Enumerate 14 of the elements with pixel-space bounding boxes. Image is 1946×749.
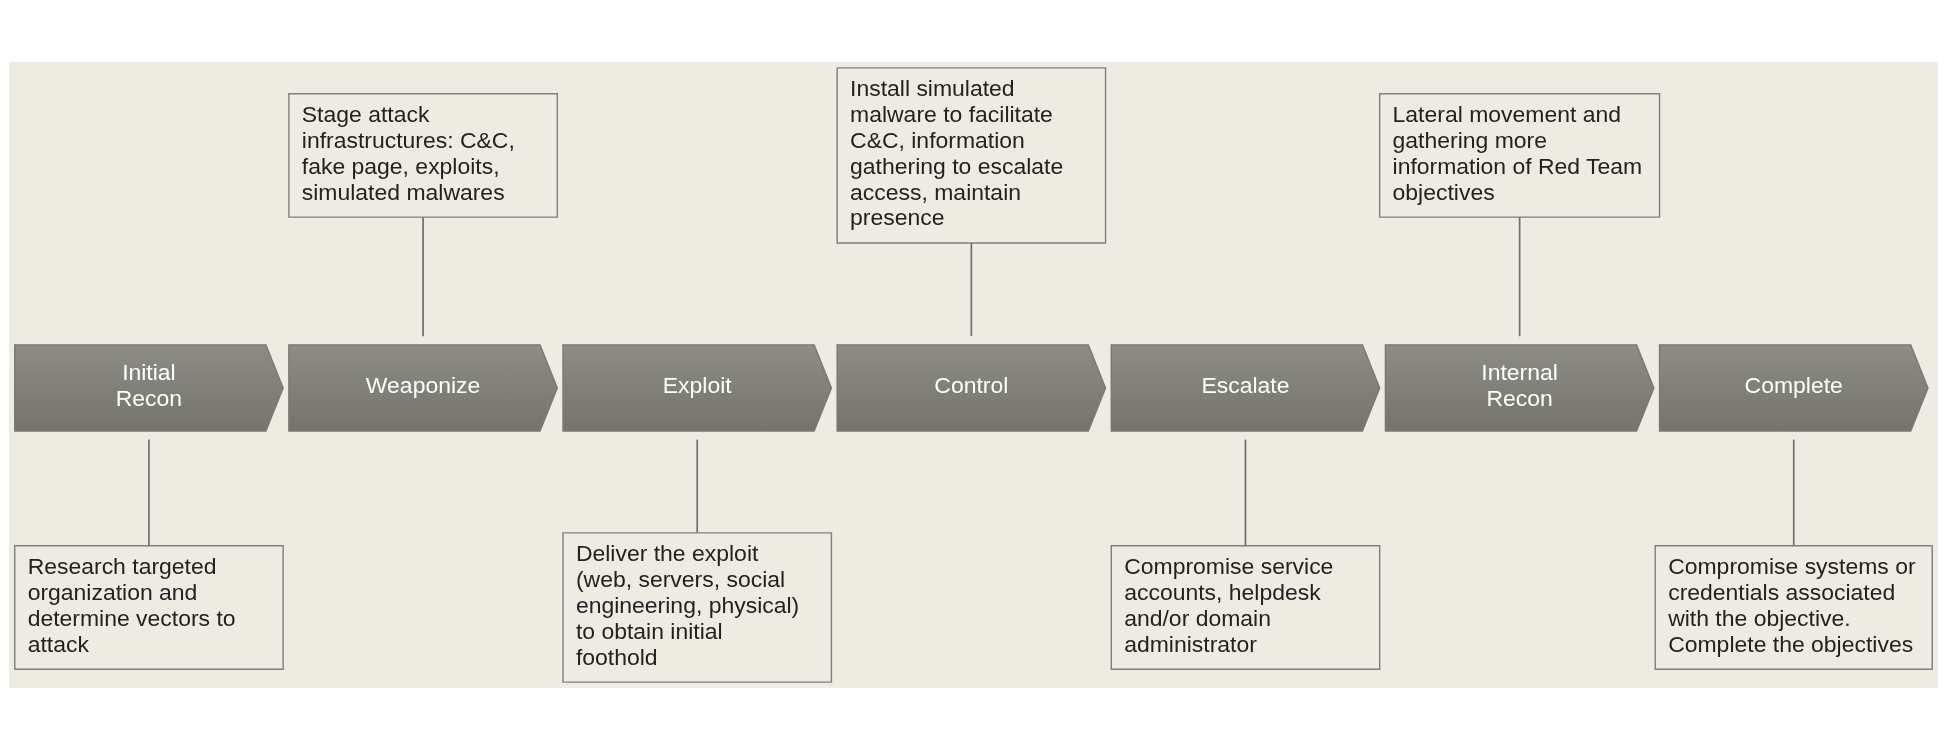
node-box: Install simulated malware to facilitate C&C, information gathering to escalate access, maintain presence bbox=[835, 66, 1106, 244]
connector bbox=[1244, 438, 1246, 547]
connector bbox=[147, 438, 150, 547]
node-box: Deliver the exploit (web, servers, social engineering, physical) to obtain initial foothold bbox=[561, 531, 832, 683]
node-box: Compromise service accounts, helpdesk and/or domain administrator bbox=[1110, 544, 1380, 670]
connector bbox=[695, 438, 698, 533]
connector bbox=[1792, 438, 1795, 547]
node-box: Research targeted organization and determine vectors to attack bbox=[13, 544, 284, 670]
node-box: Stage attack infrastructures: C&C, fake page, exploits, simulated malwares bbox=[287, 92, 558, 218]
node-box: Compromise systems or credentials associated with the objective. Complete the objectives bbox=[1654, 544, 1933, 670]
connector bbox=[970, 241, 972, 337]
node-box: Lateral movement and gathering more information of Red Team objectives bbox=[1378, 92, 1660, 218]
connector bbox=[1518, 215, 1520, 337]
connector bbox=[421, 215, 424, 337]
